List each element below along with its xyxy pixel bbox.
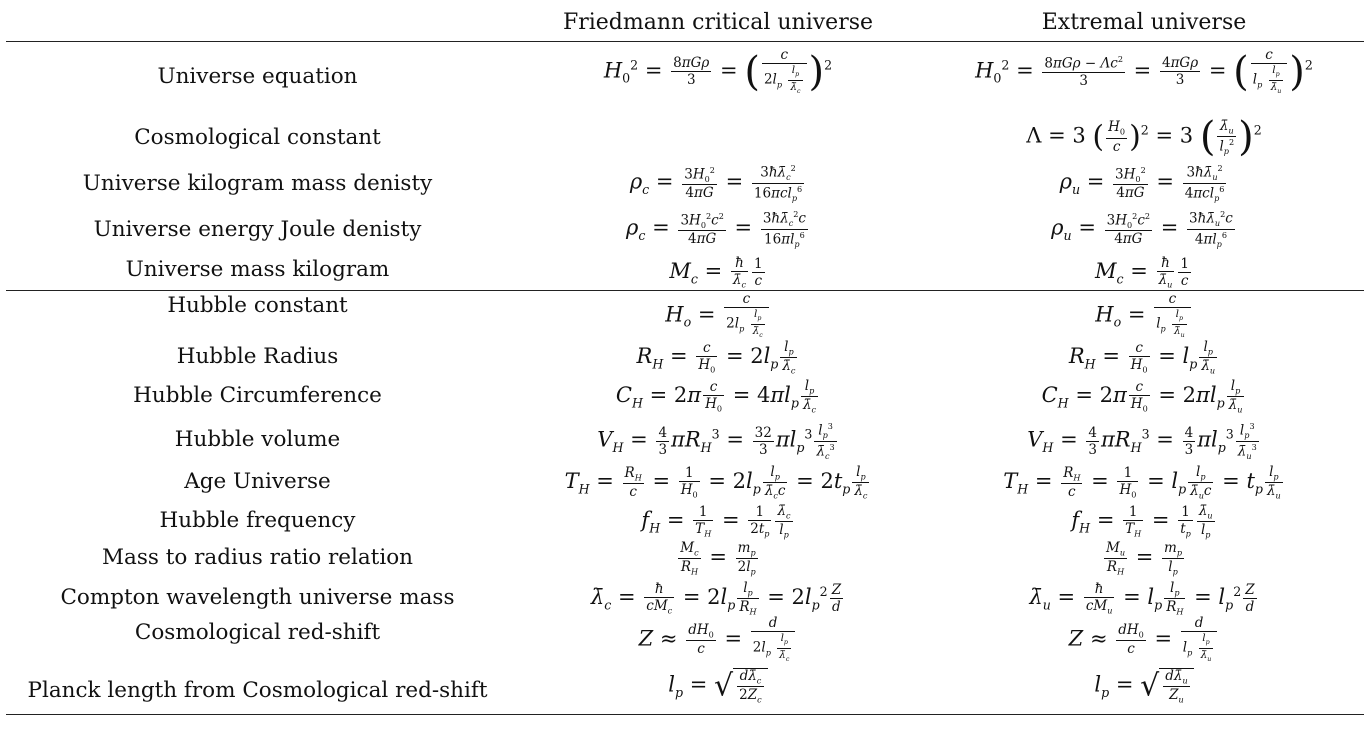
bottom-rule [6, 714, 1364, 715]
row-label: Hubble Radius [176, 344, 339, 369]
row-label: Universe kilogram mass denisty [82, 171, 433, 196]
row-label: Hubble volume [174, 427, 341, 452]
header-friedmann: Friedmann critical universe [562, 10, 874, 35]
header-extremal: Extremal universe [1041, 10, 1247, 35]
row-label: Cosmological red-shift [134, 620, 381, 645]
row-label: Hubble frequency [159, 508, 356, 533]
row-label: Age Universe [184, 469, 331, 494]
row-label: Hubble Circumference [133, 383, 382, 408]
row-label: Hubble constant [167, 293, 348, 318]
row-label: Universe mass kilogram [125, 257, 390, 282]
row-label: Compton wavelength universe mass [60, 585, 455, 610]
middle-rule [6, 290, 1364, 291]
row-label: Planck length from Cosmological red-shif… [27, 678, 488, 703]
row-label: Mass to radius ratio relation [102, 545, 413, 570]
row-label: Cosmological constant [134, 125, 381, 150]
row-label: Universe energy Joule denisty [93, 217, 422, 242]
row-label: Universe equation [157, 64, 358, 89]
top-rule [6, 41, 1364, 42]
